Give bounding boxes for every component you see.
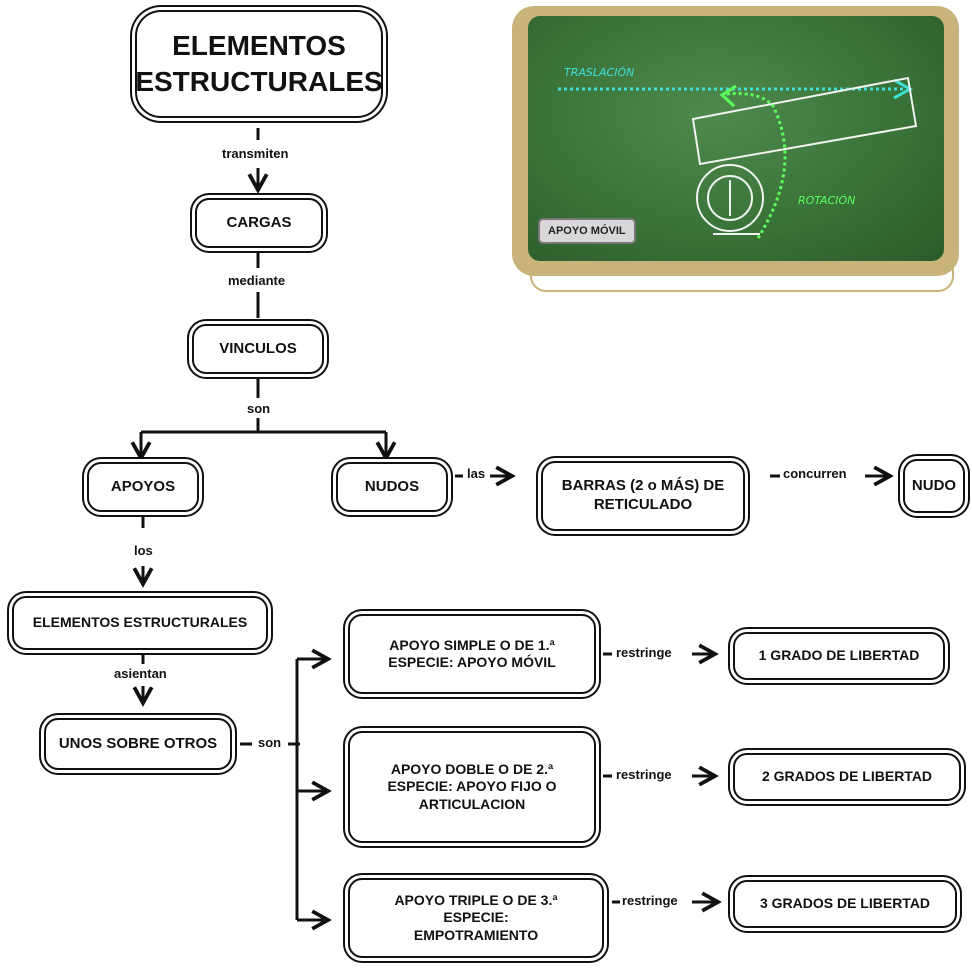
node-vinculos: VINCULOS <box>192 324 324 374</box>
apoyo-movil-button[interactable]: APOYO MÓVIL <box>538 218 636 244</box>
chalkboard-image: TRASLACIÓN ROTACIÓN APOYO MÓVIL <box>528 16 944 261</box>
link-label-concurren: concurren <box>781 466 849 481</box>
node-apoyos: APOYOS <box>87 462 199 512</box>
node-elementos-estructurales: ELEMENTOS ESTRUCTURALES <box>135 10 383 118</box>
node-barras-reticulado: BARRAS (2 o MÁS) DE RETICULADO <box>541 461 745 531</box>
link-label-mediante: mediante <box>226 273 288 288</box>
traslacion-label: TRASLACIÓN <box>564 66 635 79</box>
rotacion-label: ROTACIÓN <box>798 194 856 207</box>
node-3-grados: 3 GRADOS DE LIBERTAD <box>733 880 957 928</box>
node-unos-sobre-otros: UNOS SOBRE OTROS <box>44 718 232 770</box>
link-label-transmiten: transmiten <box>220 146 291 161</box>
node-nudo: NUDO <box>903 459 965 513</box>
link-label-restringe-3: restringe <box>620 893 680 908</box>
chalkboard-drawing <box>558 76 918 239</box>
link-label-son-2: son <box>256 735 284 750</box>
node-1-grado: 1 GRADO DE LIBERTAD <box>733 632 945 680</box>
node-nudos: NUDOS <box>336 462 448 512</box>
link-label-asientan: asientan <box>112 666 169 681</box>
node-elementos-estructurales-2: ELEMENTOS ESTRUCTURALES <box>12 596 268 650</box>
node-apoyo-simple: APOYO SIMPLE O DE 1.ª ESPECIE: APOYO MÓV… <box>348 614 596 694</box>
node-apoyo-triple: APOYO TRIPLE O DE 3.ª ESPECIE: EMPOTRAMI… <box>348 878 604 958</box>
node-2-grados: 2 GRADOS DE LIBERTAD <box>733 753 961 801</box>
node-cargas: CARGAS <box>195 198 323 248</box>
link-label-restringe-2: restringe <box>614 767 674 782</box>
link-label-los: los <box>132 543 155 558</box>
link-label-las: las <box>465 466 488 481</box>
link-label-restringe-1: restringe <box>614 645 674 660</box>
node-apoyo-doble: APOYO DOBLE O DE 2.ª ESPECIE: APOYO FIJO… <box>348 731 596 843</box>
link-label-son: son <box>245 401 273 416</box>
